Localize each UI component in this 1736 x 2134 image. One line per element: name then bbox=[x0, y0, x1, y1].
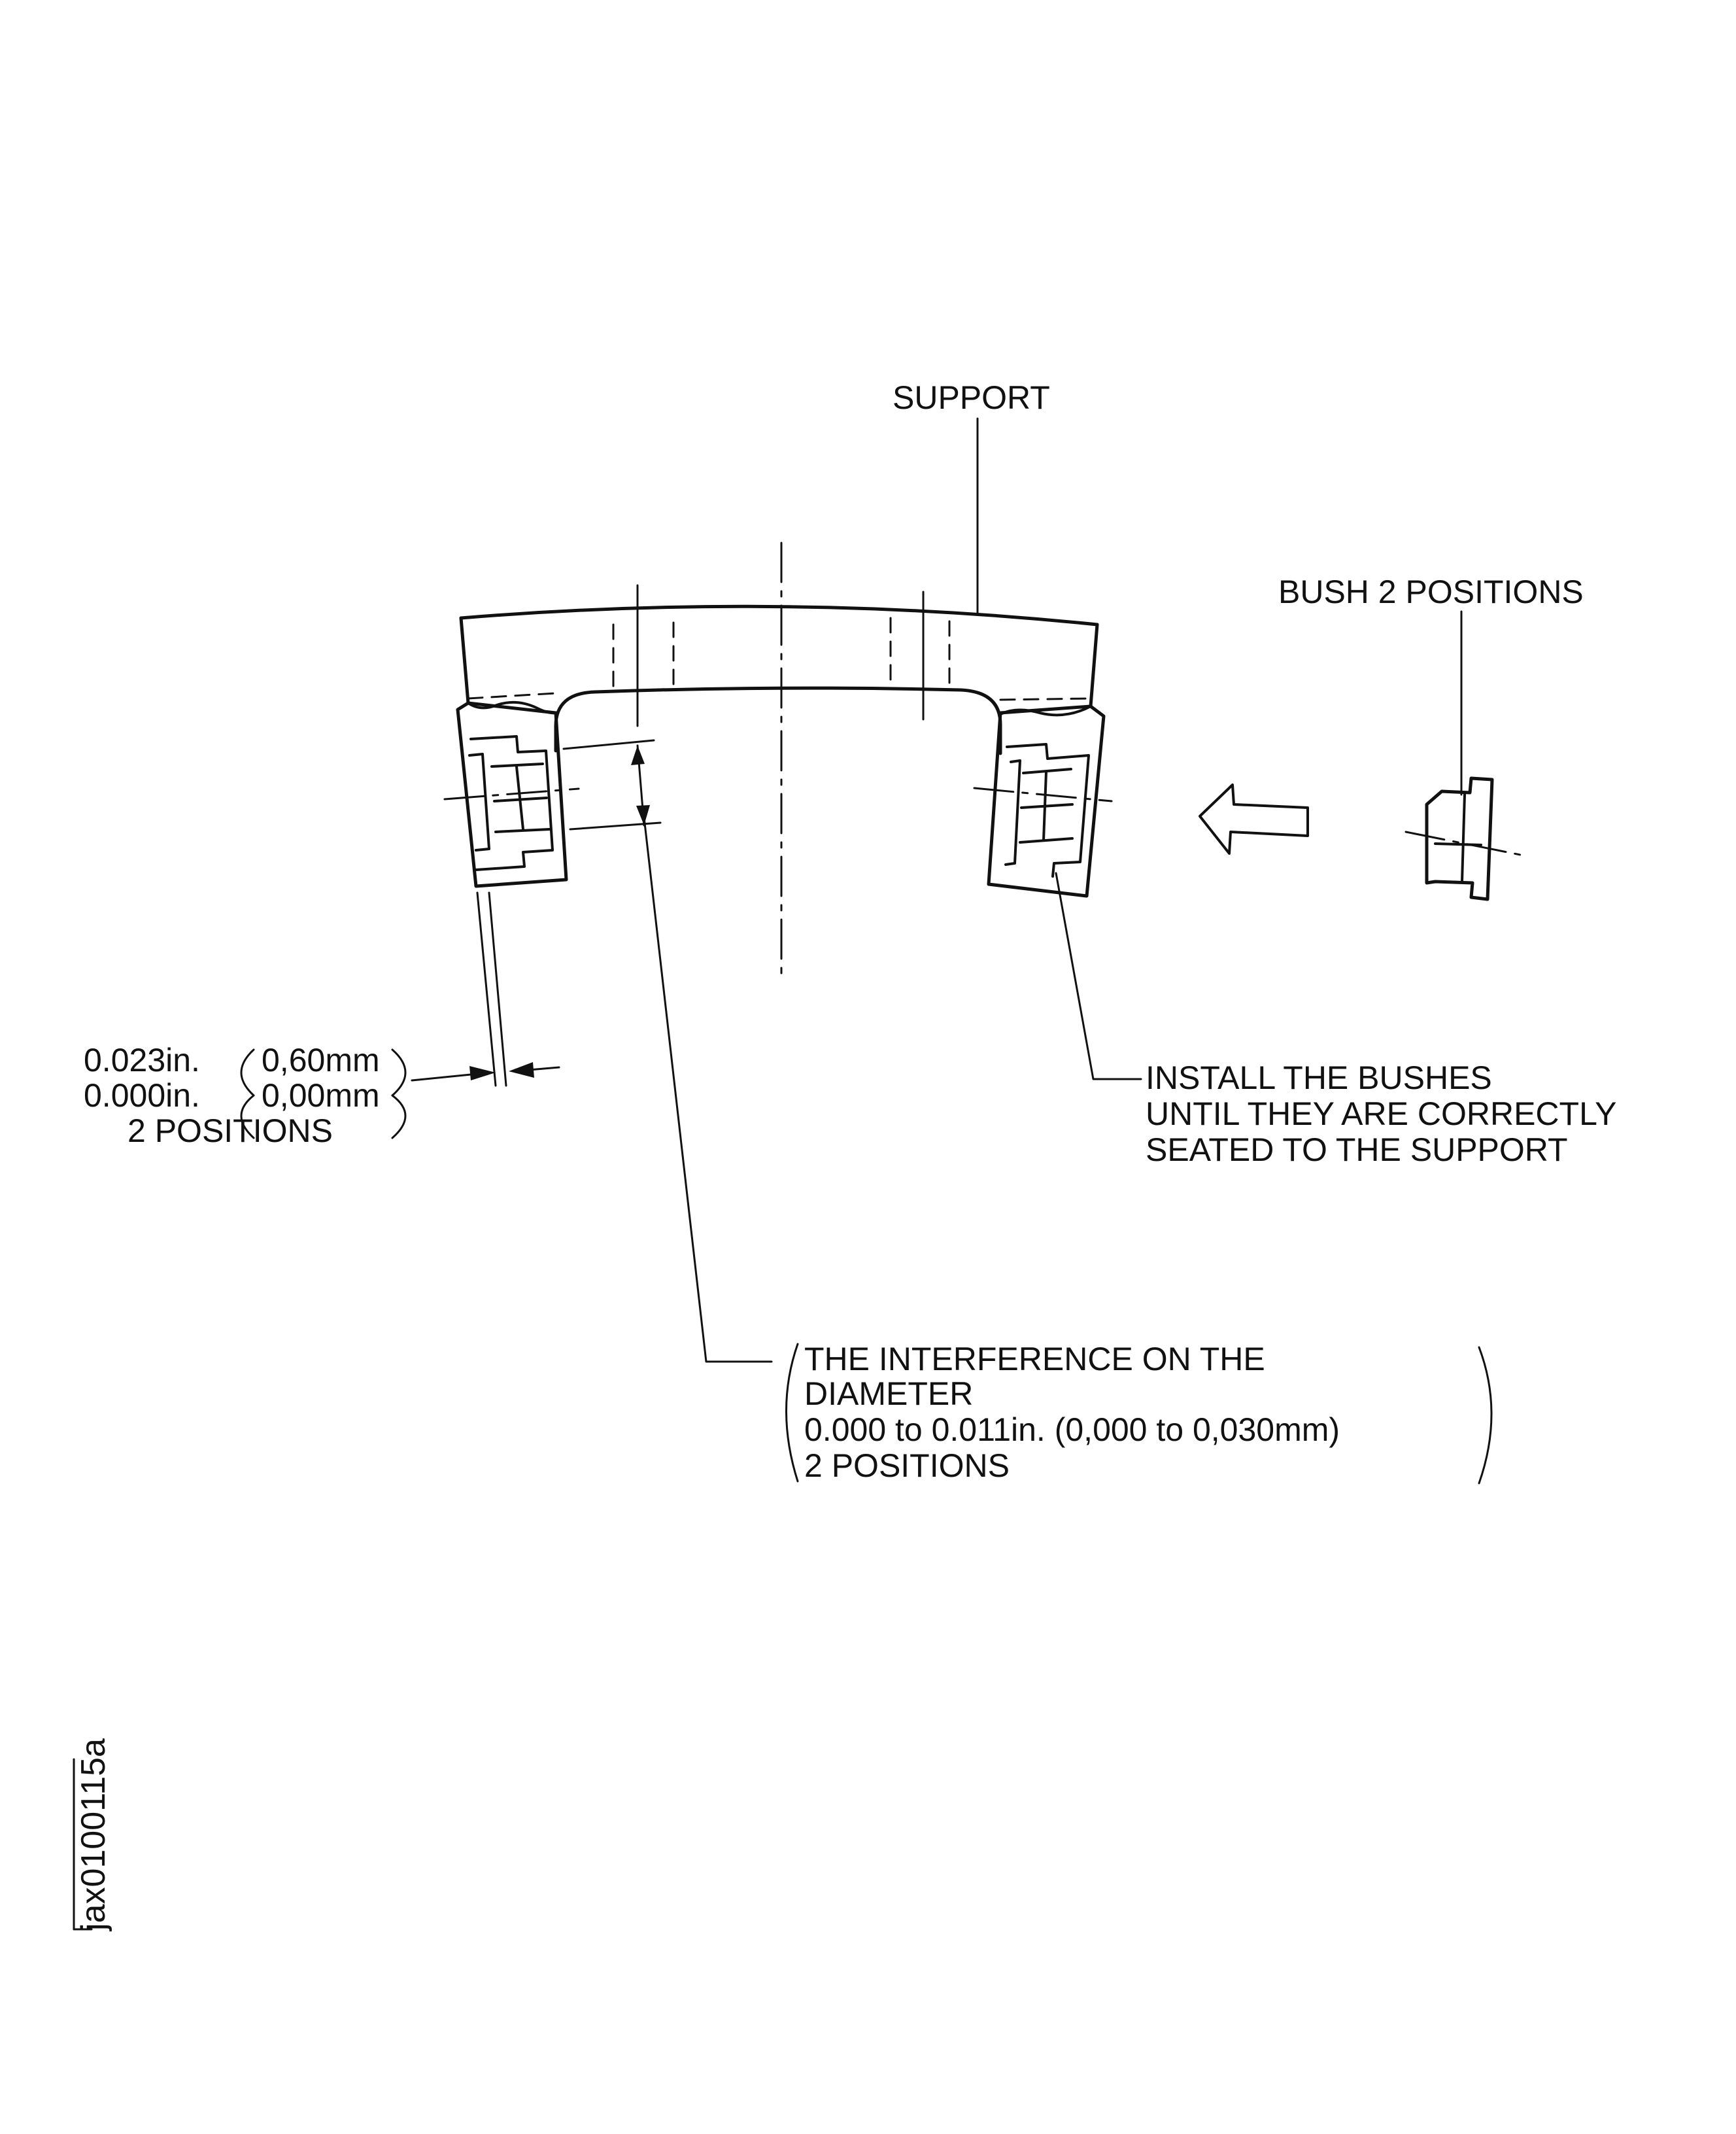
support-body bbox=[459, 542, 1099, 982]
support-label: SUPPORT bbox=[893, 379, 1050, 416]
left-lug bbox=[443, 701, 580, 888]
clearance-min-mm: 0,00mm bbox=[262, 1077, 380, 1114]
right-lug bbox=[973, 704, 1113, 898]
interference-line-3: 0.000 to 0.011in. (0,000 to 0,030mm) bbox=[804, 1411, 1340, 1448]
figure-code: jax0100115a bbox=[75, 1738, 112, 1932]
clearance-max-in: 0.023in. bbox=[84, 1042, 200, 1078]
interference-dimension bbox=[562, 739, 662, 831]
clearance-max-mm: 0,60mm bbox=[262, 1042, 380, 1078]
interference-line-1: THE INTERFERENCE ON THE bbox=[804, 1341, 1265, 1377]
bush-label: BUSH 2 POSITIONS bbox=[1278, 574, 1584, 610]
clearance-min-in: 0.000in. bbox=[84, 1077, 200, 1114]
brackets bbox=[240, 1048, 1493, 1485]
interference-line-2: DIAMETER bbox=[804, 1375, 973, 1412]
figure-code-corner-mark bbox=[73, 1758, 93, 1931]
clearance-positions: 2 POSITIONS bbox=[128, 1112, 333, 1149]
install-instruction-line-2: UNTIL THEY ARE CORRECTLY bbox=[1146, 1095, 1617, 1132]
loose-bush bbox=[1404, 776, 1525, 901]
install-instruction-line-3: SEATED TO THE SUPPORT bbox=[1146, 1131, 1568, 1168]
install-instruction-line-1: INSTALL THE BUSHES bbox=[1146, 1059, 1492, 1096]
leader-lines bbox=[643, 417, 1463, 1363]
interference-line-4: 2 POSITIONS bbox=[804, 1447, 1010, 1484]
clearance-dimension bbox=[411, 891, 560, 1087]
install-direction-arrow bbox=[1199, 783, 1309, 855]
